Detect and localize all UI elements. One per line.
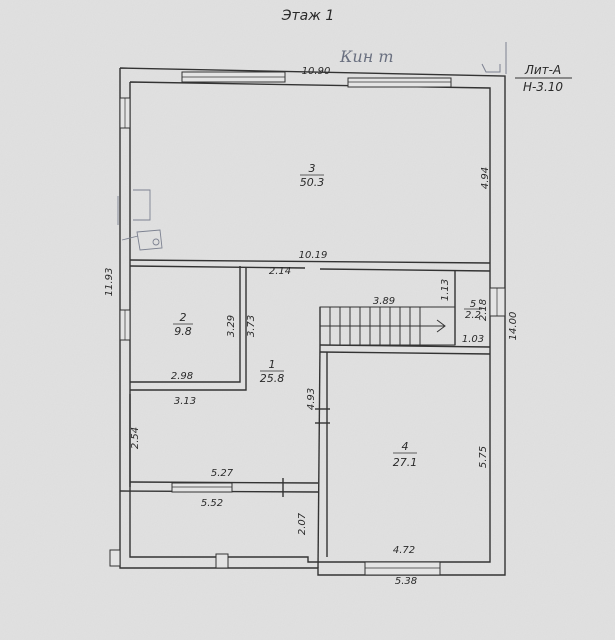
dim-left-height: 11.93 (104, 268, 115, 297)
dim-left-lower: 2.54 (130, 427, 141, 449)
dim-inner-width-upper: 10.19 (299, 250, 328, 261)
dim-right-upper: 4.94 (480, 167, 491, 189)
dim-bottom-width: 5.38 (395, 576, 417, 587)
door-bottom-left (109, 549, 121, 567)
room4-west-wall (317, 344, 321, 569)
dim-hall-top: 2.14 (269, 266, 291, 277)
dim-room2-depth: 3.29 (226, 315, 237, 337)
window-top-right (347, 77, 452, 88)
door-bottom-mid (215, 553, 229, 569)
room-5-area: 2.2 (465, 310, 481, 321)
pencil-scribbles (117, 189, 163, 251)
window-bottom (364, 561, 441, 576)
window-right (489, 287, 506, 317)
window-terrace (171, 482, 233, 493)
room-4-area: 27.1 (393, 456, 418, 469)
room-5-number: 5 (470, 299, 476, 310)
room-1-area: 25.8 (260, 372, 285, 385)
room-2-area: 9.8 (174, 325, 192, 338)
room-2-number: 2 (180, 311, 187, 324)
pencil-mark (481, 42, 507, 74)
dim-terrace-outer: 5.52 (201, 498, 223, 509)
room2-wall (130, 266, 241, 383)
dim-room4-width: 4.72 (393, 545, 415, 556)
floor-title: Этаж 1 (281, 8, 334, 24)
room-3-number: 3 (309, 162, 316, 175)
dim-room2-outer: 3.73 (246, 315, 257, 337)
height-label: Н-3.10 (523, 80, 563, 94)
dim-closet-height: 1.13 (440, 279, 451, 301)
room-1-number: 1 (269, 358, 276, 371)
partition-upper (129, 259, 491, 264)
dim-hall-wall: 4.93 (306, 388, 317, 410)
room-4-number: 4 (402, 440, 409, 453)
room-labels: 3 50.3 2 9.8 1 25.8 4 27.1 5 2.2 (173, 162, 482, 469)
dim-terrace-inner: 5.27 (211, 468, 234, 479)
dim-stair-width: 3.89 (373, 296, 395, 307)
dim-closet-side: 2.18 (478, 299, 489, 321)
litera-label: Лит-А (524, 63, 561, 77)
dim-room4-height: 5.75 (478, 446, 489, 468)
dim-terrace-depth: 2.07 (297, 512, 308, 535)
room-3-area: 50.3 (300, 176, 325, 189)
dim-hall-width: 3.13 (174, 396, 196, 407)
inner-wall-line (129, 81, 491, 563)
dim-top-width: 10.90 (302, 66, 331, 77)
dim-right-total: 14.00 (508, 312, 519, 341)
dim-room2-width: 2.98 (171, 371, 193, 382)
dim-closet-bottom: 1.03 (462, 334, 484, 345)
outer-wall (119, 67, 506, 576)
dimension-labels: 10.90 11.93 4.94 10.19 2.14 3.89 1.13 2.… (104, 66, 519, 587)
stairs (319, 306, 456, 346)
handwritten-note: Кин т (339, 47, 393, 66)
